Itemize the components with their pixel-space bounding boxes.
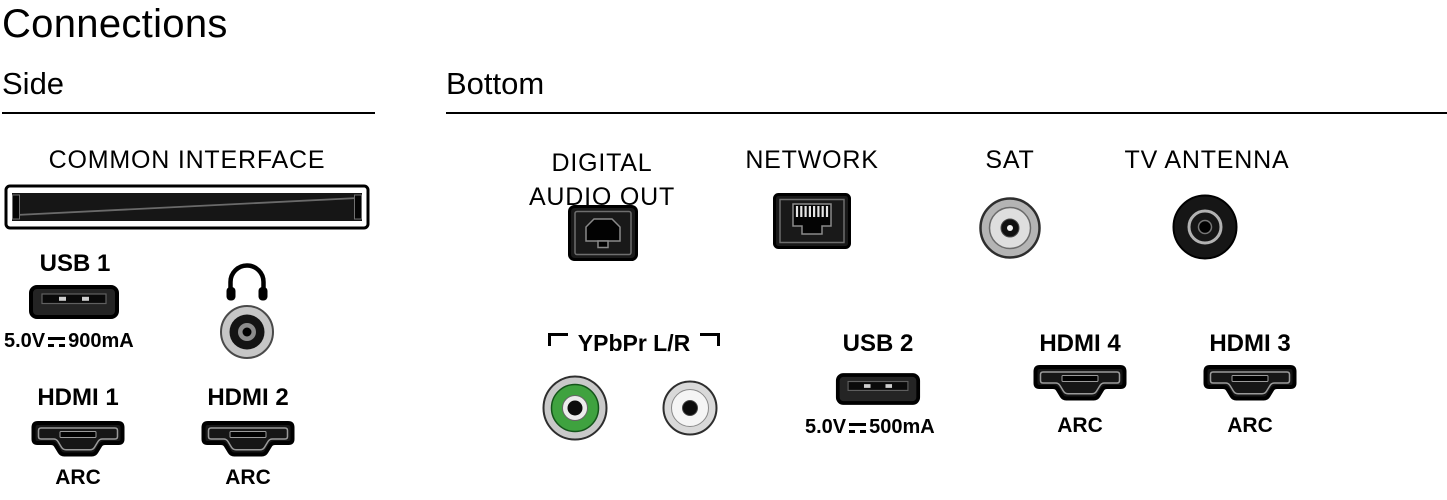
headphones-icon (226, 263, 268, 301)
usb2-port-icon (835, 372, 921, 406)
hdmi2-label: HDMI 2 (207, 384, 289, 411)
digital-audio-out-line1: DIGITAL (551, 149, 653, 177)
usb1-power-rating: 5.0V 900mA (4, 330, 134, 353)
ethernet-port-icon (773, 193, 851, 249)
hdmi4-arc-label: ARC (1057, 414, 1103, 437)
hdmi3-arc-label: ARC (1227, 414, 1273, 437)
common-interface-slot-icon (4, 184, 370, 230)
hdmi1-label: HDMI 1 (37, 384, 119, 411)
hdmi2-port-icon (200, 420, 296, 462)
usb1-volts: 5.0V (4, 330, 46, 352)
page-title: Connections (2, 2, 228, 46)
ypbpr-label-row: YPbPr L/R (534, 330, 734, 357)
usb2-power-rating: 5.0V 500mA (805, 416, 935, 439)
section-heading-side: Side (2, 66, 65, 101)
bracket-left-icon (547, 333, 568, 346)
sat-connector-icon (979, 197, 1041, 259)
bottom-section-divider (446, 112, 1447, 114)
tv-antenna-label: TV ANTENNA (1124, 146, 1290, 174)
side-section-divider (2, 112, 375, 114)
hdmi4-port-icon (1032, 364, 1128, 406)
section-heading-bottom: Bottom (446, 66, 545, 101)
hdmi3-label: HDMI 3 (1209, 330, 1291, 357)
headphone-jack-icon (220, 305, 274, 359)
bracket-right-icon (700, 333, 721, 346)
network-label: NETWORK (745, 146, 879, 174)
hdmi2-arc-label: ARC (225, 466, 271, 489)
dc-symbol-icon (849, 422, 867, 433)
audio-rca-white-icon (662, 380, 718, 436)
hdmi3-port-icon (1202, 364, 1298, 406)
ypbpr-label: YPbPr L/R (577, 330, 691, 356)
usb2-label: USB 2 (842, 330, 914, 357)
ypbpr-rca-green-icon (542, 375, 608, 441)
usb2-volts: 5.0V (805, 416, 847, 438)
usb1-current: 900mA (68, 330, 134, 352)
hdmi1-port-icon (30, 420, 126, 462)
dc-symbol-icon (48, 336, 66, 347)
hdmi1-arc-label: ARC (55, 466, 101, 489)
usb1-port-icon (28, 284, 120, 320)
usb1-label: USB 1 (39, 250, 111, 277)
sat-label: SAT (985, 146, 1035, 174)
usb2-current: 500mA (869, 416, 935, 438)
optical-audio-port-icon (568, 205, 638, 261)
common-interface-label: COMMON INTERFACE (48, 146, 326, 174)
antenna-connector-icon (1172, 194, 1238, 260)
hdmi4-label: HDMI 4 (1039, 330, 1121, 357)
